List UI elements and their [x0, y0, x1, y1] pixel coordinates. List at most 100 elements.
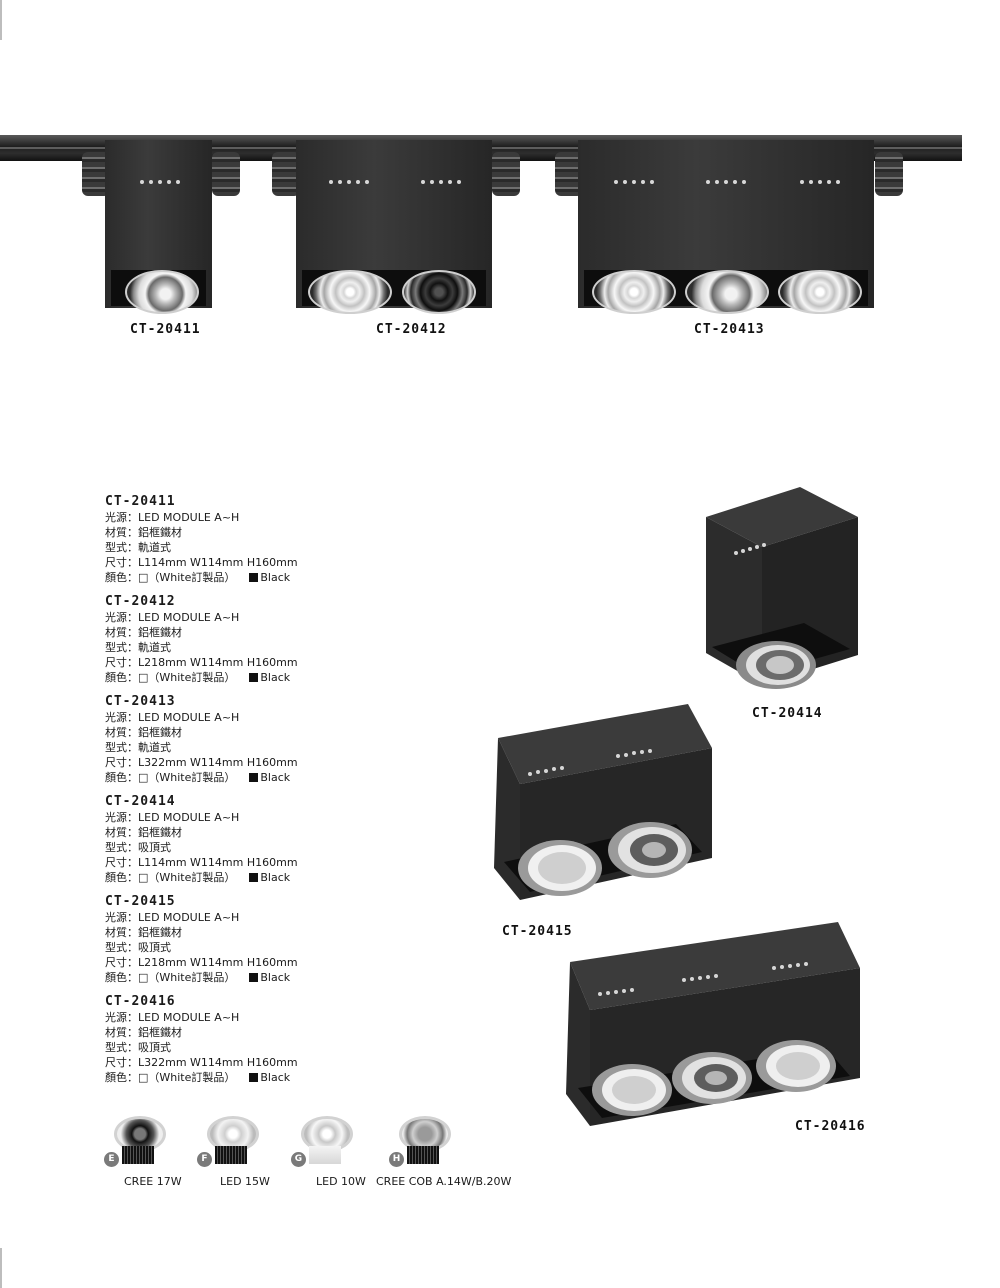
spec-light-source: 光源：LED MODULE A~H — [105, 911, 240, 924]
spec-type: 型式：軌道式 — [105, 641, 171, 654]
spec-light-source: 光源：LED MODULE A~H — [105, 511, 240, 524]
product-label: CT-20412 — [376, 322, 447, 337]
track-light-ct20411 — [105, 140, 212, 314]
lamp-head — [778, 270, 862, 314]
spec-material: 材質：鋁框鐵材 — [105, 926, 182, 939]
spec-material: 材質：鋁框鐵材 — [105, 726, 182, 739]
product-label: CT-20414 — [752, 706, 823, 721]
spec-color-white: 顏色：□（White訂製品） — [105, 1071, 236, 1084]
spec-color-white: 顏色：□（White訂製品） — [105, 871, 236, 884]
module-letter-badge: F — [197, 1152, 212, 1167]
spec-block-ct20411: CT-20411 光源：LED MODULE A~H 材質：鋁框鐵材 型式：軌道… — [105, 493, 405, 585]
black-swatch — [249, 573, 259, 582]
track-adapter — [492, 152, 520, 196]
spec-type: 型式：吸頂式 — [105, 1041, 171, 1054]
ceiling-light-ct20415 — [494, 704, 712, 900]
lamp-head — [685, 270, 769, 314]
module-label: LED 10W — [316, 1175, 366, 1188]
module-f: F — [197, 1116, 259, 1172]
page-edge-mark-top — [0, 0, 2, 40]
module-heatsink — [122, 1146, 154, 1164]
module-g: G — [291, 1116, 353, 1172]
spec-code: CT-20411 — [105, 494, 176, 509]
spec-material: 材質：鋁框鐵材 — [105, 626, 182, 639]
spec-color-white: 顏色：□（White訂製品） — [105, 671, 236, 684]
module-h: H — [389, 1116, 451, 1172]
module-heatsink — [215, 1146, 247, 1164]
spec-size: 尺寸：L114mm W114mm H160mm — [105, 556, 298, 569]
spec-type: 型式：吸頂式 — [105, 941, 171, 954]
lamp-head — [592, 270, 676, 314]
black-swatch — [249, 773, 259, 782]
product-label: CT-20411 — [130, 322, 201, 337]
spec-size: 尺寸：L218mm W114mm H160mm — [105, 956, 298, 969]
spec-color: 顏色：□（White訂製品） Black — [105, 670, 405, 685]
page-edge-mark-bottom — [0, 1248, 2, 1288]
spec-material: 材質：鋁框鐵材 — [105, 1026, 182, 1039]
module-heatsink — [407, 1146, 439, 1164]
spec-code: CT-20412 — [105, 594, 176, 609]
track-adapter — [875, 152, 903, 196]
track-adapter — [212, 152, 240, 196]
vent-holes — [614, 180, 654, 184]
vent-holes — [800, 180, 840, 184]
spec-color: 顏色：□（White訂製品） Black — [105, 1070, 405, 1085]
spec-material: 材質：鋁框鐵材 — [105, 526, 182, 539]
spec-color: 顏色：□（White訂製品） Black — [105, 770, 405, 785]
spec-color-white: 顏色：□（White訂製品） — [105, 971, 236, 984]
product-label: CT-20415 — [502, 924, 573, 939]
spec-color-black: Black — [260, 671, 291, 684]
spec-code: CT-20414 — [105, 794, 176, 809]
spec-color-white: 顏色：□（White訂製品） — [105, 771, 236, 784]
module-e: E — [104, 1116, 166, 1172]
black-swatch — [249, 973, 259, 982]
spec-light-source: 光源：LED MODULE A~H — [105, 611, 240, 624]
product-label: CT-20416 — [795, 1119, 866, 1134]
spec-color-black: Black — [260, 971, 291, 984]
black-swatch — [249, 873, 259, 882]
track-light-ct20412 — [296, 140, 492, 314]
ceiling-light-ct20416 — [566, 922, 860, 1126]
spec-light-source: 光源：LED MODULE A~H — [105, 711, 240, 724]
spec-material: 材質：鋁框鐵材 — [105, 826, 182, 839]
spec-color: 顏色：□（White訂製品） Black — [105, 970, 405, 985]
spec-color-black: Black — [260, 771, 291, 784]
vent-holes — [706, 180, 746, 184]
module-heatsink — [309, 1146, 341, 1164]
module-label: CREE 17W — [124, 1175, 182, 1188]
spec-block-ct20414: CT-20414 光源：LED MODULE A~H 材質：鋁框鐵材 型式：吸頂… — [105, 793, 405, 885]
spec-color: 顏色：□（White訂製品） Black — [105, 870, 405, 885]
spec-block-ct20412: CT-20412 光源：LED MODULE A~H 材質：鋁框鐵材 型式：軌道… — [105, 593, 405, 685]
spec-color-black: Black — [260, 871, 291, 884]
spec-light-source: 光源：LED MODULE A~H — [105, 1011, 240, 1024]
spec-color-white: 顏色：□（White訂製品） — [105, 571, 236, 584]
black-swatch — [249, 1073, 259, 1082]
lamp-head — [125, 270, 199, 314]
vent-holes — [140, 180, 180, 184]
spec-code: CT-20416 — [105, 994, 176, 1009]
track-light-ct20413 — [578, 140, 874, 314]
module-letter-badge: E — [104, 1152, 119, 1167]
spec-color-black: Black — [260, 571, 291, 584]
module-label: LED 15W — [220, 1175, 270, 1188]
ceiling-light-ct20414 — [706, 487, 858, 689]
spec-type: 型式：軌道式 — [105, 741, 171, 754]
spec-light-source: 光源：LED MODULE A~H — [105, 811, 240, 824]
spec-code: CT-20415 — [105, 894, 176, 909]
lamp-head — [308, 270, 392, 314]
spec-code: CT-20413 — [105, 694, 176, 709]
spec-block-ct20416: CT-20416 光源：LED MODULE A~H 材質：鋁框鐵材 型式：吸頂… — [105, 993, 405, 1085]
spec-size: 尺寸：L218mm W114mm H160mm — [105, 656, 298, 669]
black-swatch — [249, 673, 259, 682]
module-label: CREE COB A.14W/B.20W — [376, 1175, 512, 1188]
spec-block-ct20415: CT-20415 光源：LED MODULE A~H 材質：鋁框鐵材 型式：吸頂… — [105, 893, 405, 985]
lamp-head — [402, 270, 476, 314]
spec-type: 型式：吸頂式 — [105, 841, 171, 854]
spec-size: 尺寸：L322mm W114mm H160mm — [105, 756, 298, 769]
spec-size: 尺寸：L322mm W114mm H160mm — [105, 1056, 298, 1069]
module-letter-badge: H — [389, 1152, 404, 1167]
product-label: CT-20413 — [694, 322, 765, 337]
spec-color-black: Black — [260, 1071, 291, 1084]
track-adapter — [272, 152, 300, 196]
vent-holes — [421, 180, 461, 184]
